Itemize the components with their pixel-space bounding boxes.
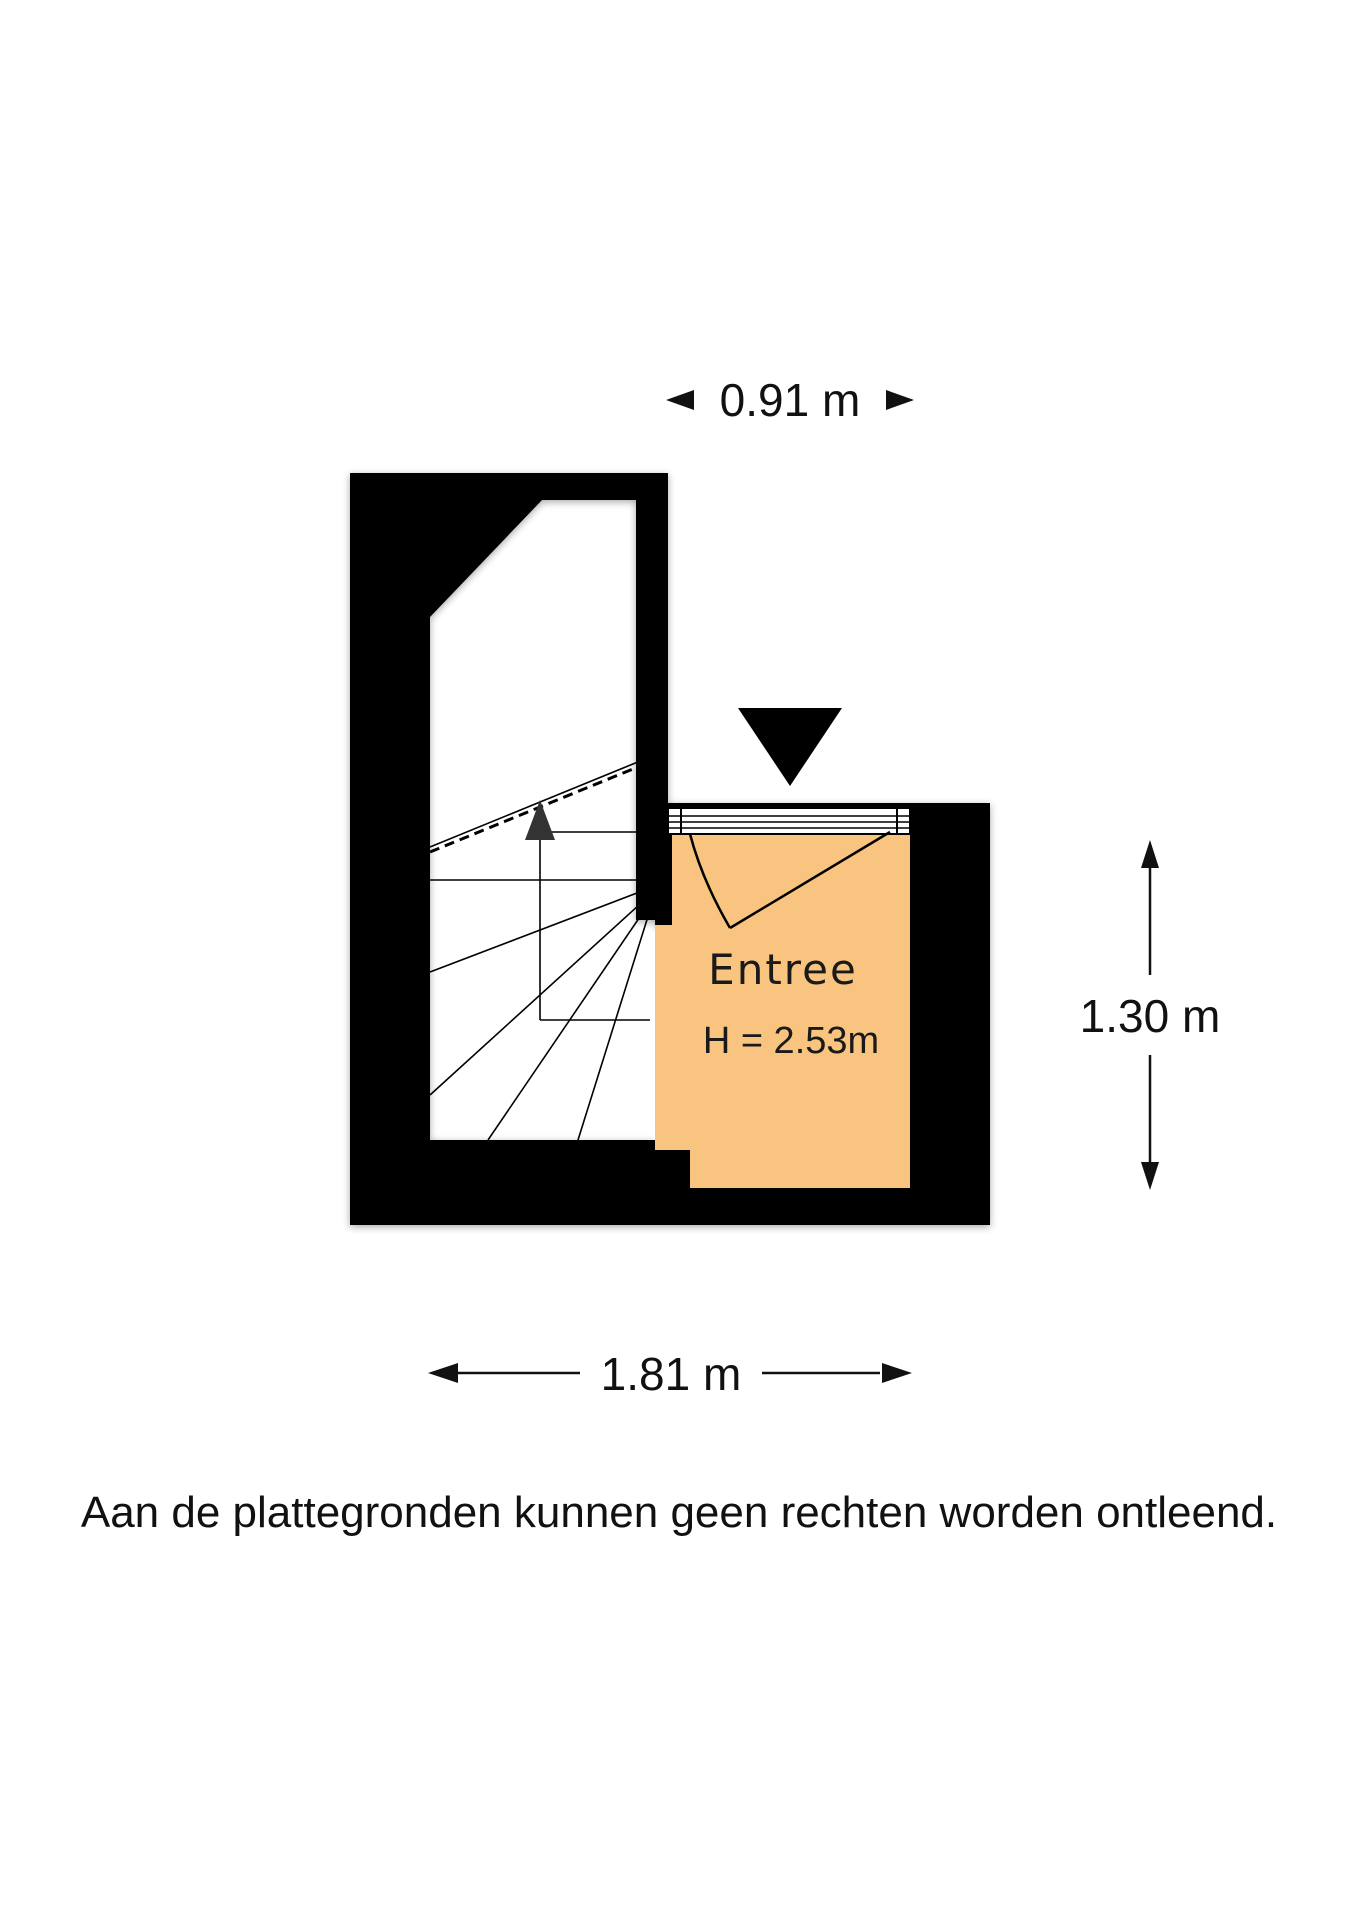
entree-room-fill [655,834,910,1188]
arrow-down-icon [1141,1162,1159,1190]
arrow-left-icon [666,390,694,410]
dimension-bottom: 1.81 m [428,1348,912,1400]
door-swing [688,830,891,930]
dimension-right: 1.30 m [1080,840,1221,1190]
dimension-right-label: 1.30 m [1080,990,1221,1042]
room-height: H = 2.53m [703,1020,879,1062]
arrow-left-icon [428,1363,458,1383]
room-name: Entree [708,945,858,994]
stair-direction-arrow-icon [525,800,555,840]
dimension-bottom-label: 1.81 m [601,1348,742,1400]
entrance-marker-icon [738,708,842,786]
arrow-right-icon [886,390,914,410]
disclaimer: Aan de plattegronden kunnen geen rechten… [80,1488,1278,1537]
dimension-top-label: 0.91 m [720,374,861,426]
walls [350,473,990,1225]
arrow-up-icon [1141,840,1159,868]
arrow-right-icon [882,1363,912,1383]
door-frame [667,807,911,835]
dimension-top: 0.91 m [666,374,914,426]
